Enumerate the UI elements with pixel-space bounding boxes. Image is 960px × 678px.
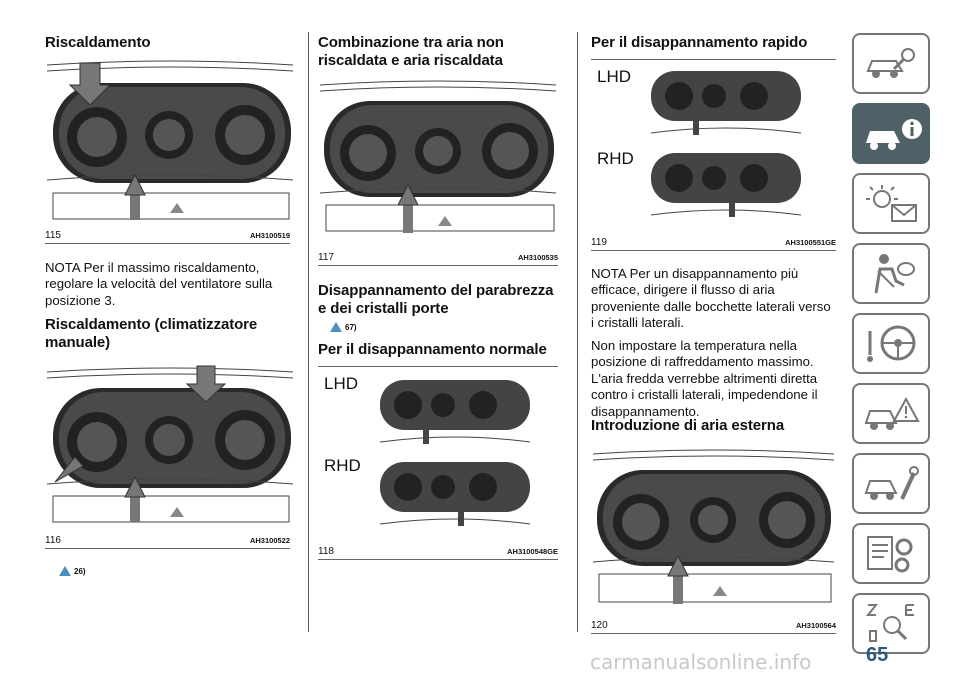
- caption-116: 116 AH3100522: [45, 535, 290, 546]
- figure-120: [591, 444, 836, 609]
- warning-triangle-icon: [59, 566, 71, 576]
- label-rhd: RHD: [597, 149, 634, 168]
- figure-118: LHD RHD: [318, 370, 558, 540]
- tab-car-info[interactable]: [852, 103, 930, 164]
- car-key-icon: [866, 48, 915, 78]
- caption-rule: [591, 250, 836, 251]
- caption-rule: [45, 548, 290, 549]
- hvac-panel-illustration: [592, 449, 835, 604]
- column-divider: [308, 32, 309, 632]
- note-rapid-defog: NOTA Per un disappannamento più efficace…: [591, 266, 831, 331]
- caption-rule: [318, 559, 558, 560]
- para-temperature: Non impostare la temperatura nella posiz…: [591, 338, 818, 419]
- caption-119: 119 AH3100551GE: [591, 237, 836, 248]
- label-lhd: LHD: [324, 374, 359, 393]
- heading-riscaldamento-manuale: Riscaldamento (climatizzatore manuale): [45, 316, 258, 351]
- watermark: carmanualsonline.info: [590, 650, 812, 674]
- tab-warning-lights[interactable]: [852, 173, 930, 234]
- figure-116: [45, 362, 295, 527]
- figure-115: [45, 55, 295, 225]
- hvac-panel-lhd-rhd-illustration: [379, 380, 531, 526]
- label-rhd: RHD: [324, 456, 361, 475]
- caption-rule: [45, 243, 290, 244]
- hvac-panel-illustration: [319, 80, 557, 233]
- car-warning-icon: [864, 396, 920, 430]
- hvac-panel-illustration: [46, 60, 294, 220]
- specs-gears-icon: [867, 536, 913, 573]
- heading-aria-esterna: Introduzione di aria esterna: [591, 417, 785, 434]
- warning-reference: 67): [330, 322, 357, 332]
- caption-118: 118 AH3100548GE: [318, 546, 558, 557]
- caption-117: 117 AH3100535: [318, 252, 558, 263]
- caption-rule: [591, 633, 836, 634]
- figure-119: LHD RHD: [591, 63, 836, 228]
- heading-combinazione: Combinazione tra aria non riscaldata e a…: [318, 34, 504, 69]
- heading-riscaldamento: Riscaldamento: [45, 34, 151, 51]
- figure-top-rule: [591, 59, 836, 60]
- column-divider: [577, 32, 578, 632]
- hvac-panel-illustration: [46, 365, 294, 523]
- label-lhd: LHD: [597, 67, 632, 86]
- caption-rule: [318, 265, 558, 266]
- page-number: 65: [866, 644, 889, 666]
- warning-triangle-icon: [330, 322, 342, 332]
- steering-wheel-icon: [867, 325, 916, 362]
- car-info-icon: [866, 119, 922, 150]
- heading-disappannamento: Disappannamento del parabrezza e dei cri…: [318, 282, 554, 317]
- caption-120: 120 AH3100564: [591, 620, 836, 631]
- figure-117: [318, 75, 558, 240]
- warning-reference: 26): [59, 566, 86, 576]
- hvac-panel-lhd-rhd-illustration: [650, 71, 802, 217]
- figure-top-rule: [318, 366, 558, 367]
- tab-airbag-seatbelt[interactable]: [852, 243, 930, 304]
- tab-car-warning[interactable]: [852, 383, 930, 444]
- note-max-heating: NOTA Per il massimo riscaldamento, regol…: [45, 260, 273, 308]
- heading-disappannamento-normale: Per il disappannamento normale: [318, 341, 547, 358]
- tab-steering-wheel[interactable]: [852, 313, 930, 374]
- airbag-seatbelt-icon: [874, 254, 915, 294]
- tab-car-service[interactable]: [852, 453, 930, 514]
- heading-disappannamento-rapido: Per il disappannamento rapido: [591, 34, 808, 51]
- tab-specs[interactable]: [852, 523, 930, 584]
- tab-index[interactable]: [852, 593, 930, 654]
- warning-lights-icon: [866, 185, 917, 222]
- car-service-icon: [864, 466, 919, 500]
- index-alphabet-icon: [865, 604, 914, 642]
- tab-car-key[interactable]: [852, 33, 930, 94]
- caption-115: 115 AH3100519: [45, 230, 290, 241]
